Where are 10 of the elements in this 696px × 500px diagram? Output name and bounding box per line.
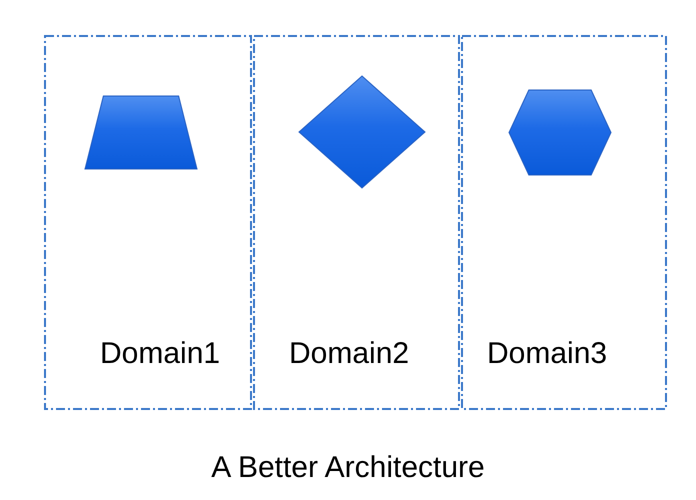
- hexagon-shape: [508, 89, 612, 176]
- domain-panel: [253, 35, 460, 410]
- caption: A Better Architecture: [210, 450, 486, 486]
- domain-label: Domain3: [487, 337, 608, 371]
- domain-panel: [44, 35, 252, 410]
- domain-label: Domain1: [100, 337, 220, 371]
- diamond-shape: [298, 75, 426, 189]
- domain-label: Domain2: [289, 337, 410, 371]
- domain-panel: [461, 35, 667, 410]
- trapezoid-shape: [84, 95, 198, 170]
